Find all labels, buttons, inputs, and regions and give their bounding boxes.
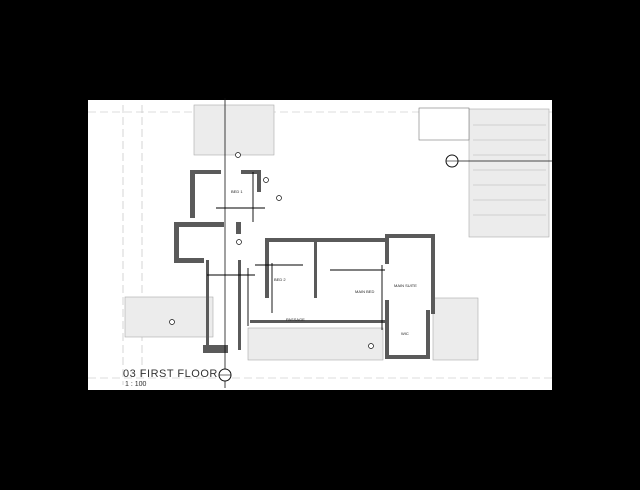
room-label-main-suite: MAIN SUITE xyxy=(394,283,417,288)
dimension-lines xyxy=(207,172,385,330)
section-marker-icon[interactable] xyxy=(445,154,459,168)
section-marker-icon[interactable] xyxy=(218,368,232,382)
tags xyxy=(169,152,374,349)
room-label-bed-1: BED 1 xyxy=(231,189,243,194)
walls xyxy=(174,170,435,359)
pool xyxy=(418,107,470,141)
room-label-bed-2: BED 2 xyxy=(274,277,286,282)
drawing-scale: 1 : 100 xyxy=(125,381,147,388)
room-label-wic: WIC xyxy=(401,331,409,336)
roof-lines xyxy=(473,124,546,216)
hatched-areas xyxy=(124,104,550,361)
room-label-main-bed: MAIN BED xyxy=(355,289,375,294)
room-label-passage: PASSAGE xyxy=(286,317,305,322)
drawing-title: 03 FIRST FLOOR xyxy=(123,368,218,380)
